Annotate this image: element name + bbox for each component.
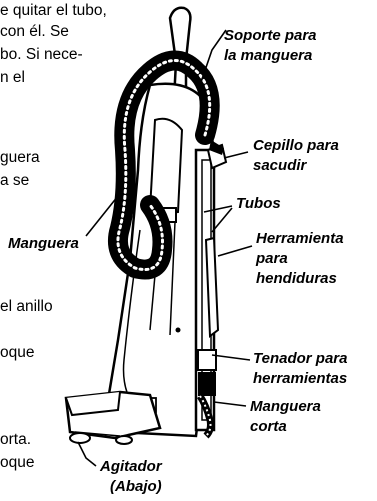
callout-hose: Manguera xyxy=(8,235,79,252)
callout-dusting-brush-line2: sacudir xyxy=(253,157,307,174)
callout-agitator-line2: (Abajo) xyxy=(110,478,162,495)
hose-coil xyxy=(107,50,220,280)
body-text-line: e quitar el tubo, xyxy=(0,2,107,19)
tubes-leader-lower xyxy=(211,207,233,233)
callout-hose-support-line2: la manguera xyxy=(224,47,313,64)
body-text-line: oque xyxy=(0,344,35,361)
body-text-line: bo. Si nece- xyxy=(0,46,83,63)
agitator-leader xyxy=(77,441,97,467)
tool-rack xyxy=(194,140,228,439)
callout-hose-support-line1: Soporte para xyxy=(224,27,317,44)
body-text-line: orta. xyxy=(0,431,32,448)
tubes-leader-upper xyxy=(203,205,233,213)
callout-crevice-tool-line1: Herramienta xyxy=(256,230,344,247)
body-text-line: a se xyxy=(0,172,30,189)
callout-tubes: Tubos xyxy=(236,195,281,212)
short-hose-leader xyxy=(213,401,247,407)
body-text-line: guera xyxy=(0,149,40,166)
callout-agitator-line1: Agitador xyxy=(100,458,162,475)
body-text-line: oque xyxy=(0,454,35,471)
crevice-tool-leader xyxy=(217,245,253,257)
callout-short-hose-line2: corta xyxy=(250,418,287,435)
callout-short-hose-line1: Manguera xyxy=(250,398,321,415)
hose-leader xyxy=(85,195,119,237)
callout-dusting-brush-line1: Cepillo para xyxy=(253,137,339,154)
leader-lines xyxy=(77,29,253,467)
dusting-brush-leader xyxy=(223,151,249,159)
body-text-line: el anillo xyxy=(0,298,53,315)
callout-tool-holder-line2: herramientas xyxy=(253,370,348,387)
body-text-line: con él. Se xyxy=(0,23,69,40)
callout-crevice-tool-line3: hendiduras xyxy=(256,270,337,287)
vacuum-nozzle xyxy=(64,390,162,445)
body-text-line: n el xyxy=(0,69,25,86)
hose-support-leader xyxy=(199,29,227,86)
callout-crevice-tool-line2: para xyxy=(256,250,288,267)
callout-tool-holder-line1: Tenador para xyxy=(253,350,348,367)
tool-holder-leader xyxy=(211,354,251,361)
